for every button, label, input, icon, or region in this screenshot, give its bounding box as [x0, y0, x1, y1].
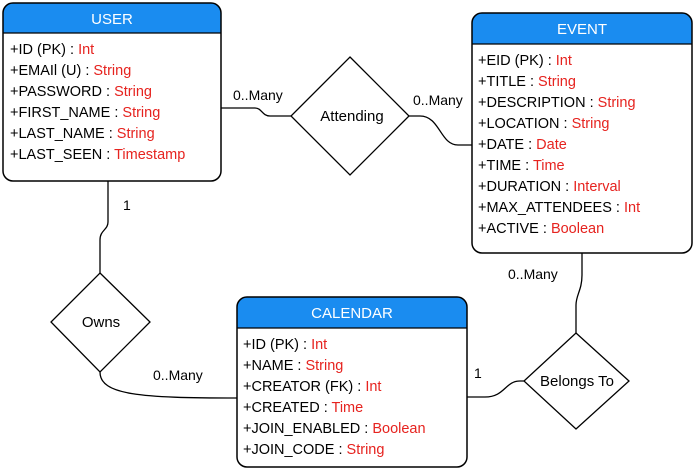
event-attribute-name: +EID (PK) :	[478, 53, 556, 69]
event-attribute: +EID (PK) : Int	[478, 53, 572, 69]
cardinalities: 0..Many 0..Many 1 0..Many 0..Many 1	[123, 87, 558, 383]
entity-calendar: CALENDAR +ID (PK) : Int +NAME : String +CR…	[236, 296, 468, 468]
connector-event-belongs	[575, 253, 583, 333]
event-attribute-name: +LOCATION :	[478, 116, 572, 132]
cardinality-event-belongs: 0..Many	[508, 266, 558, 282]
user-attribute: +FIRST_NAME : String	[10, 105, 160, 121]
connector-user-attending	[221, 107, 291, 117]
calendar-attribute-type: Time	[332, 400, 364, 416]
calendar-attribute: +JOIN_CODE : String	[243, 442, 384, 458]
user-attribute-type: String	[93, 63, 131, 79]
relationship-belongs-to: Belongs To	[523, 332, 630, 430]
event-attribute-type: String	[598, 95, 636, 111]
calendar-attribute-type: Int	[311, 337, 327, 353]
calendar-header	[237, 297, 467, 328]
event-attribute-name: +TIME :	[478, 158, 533, 174]
connectors	[99, 107, 583, 399]
user-attribute: +LAST_NAME : String	[10, 126, 155, 142]
entity-user: USER +ID (PK) : Int+EMAIl (U) : String+P…	[2, 2, 222, 182]
event-attribute-name: +ACTIVE :	[478, 221, 551, 237]
calendar-attribute-name: +CREATED :	[243, 400, 332, 416]
event-attribute-type: Int	[624, 200, 640, 216]
connector-attending-event	[409, 115, 472, 146]
event-attribute-name: +DURATION :	[478, 179, 573, 195]
user-attribute-type: String	[114, 84, 152, 100]
calendar-attribute-type: String	[347, 442, 385, 458]
user-attribute-type: String	[117, 126, 155, 142]
user-attribute: +EMAIl (U) : String	[10, 63, 131, 79]
user-attributes: +ID (PK) : Int+EMAIl (U) : String+PASSWO…	[10, 42, 185, 163]
user-attribute: +ID (PK) : Int	[10, 42, 94, 58]
user-attribute-name: +ID (PK) :	[10, 42, 78, 58]
event-attribute-type: Boolean	[551, 221, 604, 237]
user-attribute-name: +LAST_SEEN :	[10, 147, 114, 163]
user-attribute-type: Int	[78, 42, 94, 58]
calendar-attribute-name: +ID (PK) :	[243, 337, 311, 353]
event-attribute-name: +TITLE :	[478, 74, 538, 90]
user-attribute: +LAST_SEEN : Timestamp	[10, 147, 185, 163]
event-attribute-type: String	[538, 74, 576, 90]
calendar-attribute: +ID (PK) : Int	[243, 337, 327, 353]
user-header	[3, 3, 221, 33]
event-attribute-type: String	[572, 116, 610, 132]
connector-user-owns	[99, 181, 109, 273]
owns-label: Owns	[82, 314, 120, 331]
event-attribute: +MAX_ATTENDEES : Int	[478, 200, 640, 216]
event-attribute: +TIME : Time	[478, 158, 565, 174]
event-attribute-name: +MAX_ATTENDEES :	[478, 200, 624, 216]
user-attribute-name: +PASSWORD :	[10, 84, 114, 100]
relationship-attending: Attending	[290, 56, 410, 176]
event-attribute-name: +DATE :	[478, 137, 536, 153]
calendar-attribute: +JOIN_ENABLED : Boolean	[243, 421, 426, 437]
cardinality-owns-calendar: 0..Many	[153, 367, 203, 383]
event-attribute: +ACTIVE : Boolean	[478, 221, 604, 237]
attending-label: Attending	[320, 108, 383, 125]
calendar-attribute-name: +CREATOR (FK) :	[243, 379, 365, 395]
cardinality-belongs-calendar: 1	[474, 365, 482, 381]
belongs-to-label: Belongs To	[540, 373, 614, 390]
connector-belongs-calendar	[467, 380, 524, 398]
user-attribute: +PASSWORD : String	[10, 84, 152, 100]
calendar-attributes: +ID (PK) : Int +NAME : String +CREATOR (FK…	[243, 337, 426, 458]
owns-diamond	[50, 272, 151, 373]
user-title: USER	[91, 11, 133, 28]
calendar-attribute: +CREATOR (FK) : Int	[243, 379, 381, 395]
event-attribute-name: +DESCRIPTION :	[478, 95, 598, 111]
event-attribute: +LOCATION : String	[478, 116, 610, 132]
cardinality-user-attending: 0..Many	[233, 87, 283, 103]
calendar-attribute-type: Boolean	[372, 421, 425, 437]
relationship-owns: Owns	[50, 272, 151, 373]
calendar-attribute-type: Int	[365, 379, 381, 395]
cardinality-user-owns: 1	[123, 197, 131, 213]
user-attribute-name: +LAST_NAME :	[10, 126, 117, 142]
entity-event: EVENT +EID (PK) : Int+TITLE : String+DES…	[471, 12, 693, 254]
event-attribute: +TITLE : String	[478, 74, 576, 90]
calendar-attribute: +NAME : String	[243, 358, 343, 374]
user-attribute-name: +FIRST_NAME :	[10, 105, 122, 121]
event-attributes: +EID (PK) : Int+TITLE : String+DESCRIPTI…	[478, 53, 640, 237]
calendar-attribute-name: +JOIN_CODE :	[243, 442, 347, 458]
event-attribute: +DESCRIPTION : String	[478, 95, 636, 111]
calendar-attribute: +CREATED : Time	[243, 400, 363, 416]
calendar-attribute-name: +JOIN_ENABLED :	[243, 421, 372, 437]
cardinality-attending-event: 0..Many	[413, 92, 463, 108]
event-attribute-type: Date	[536, 137, 567, 153]
calendar-title: CALENDAR	[311, 305, 393, 322]
event-title: EVENT	[557, 21, 607, 38]
event-attribute-type: Time	[533, 158, 565, 174]
calendar-attribute-name: +NAME :	[243, 358, 305, 374]
connector-owns-calendar	[99, 371, 238, 399]
attending-diamond	[290, 56, 410, 176]
event-attribute: +DATE : Date	[478, 137, 567, 153]
user-attribute-type: Timestamp	[114, 147, 185, 163]
user-attribute-name: +EMAIl (U) :	[10, 63, 93, 79]
event-attribute-type: Interval	[573, 179, 621, 195]
event-attribute-type: Int	[556, 53, 572, 69]
calendar-attribute-type: String	[305, 358, 343, 374]
event-attribute: +DURATION : Interval	[478, 179, 621, 195]
belongs-to-diamond	[523, 332, 630, 430]
user-attribute-type: String	[122, 105, 160, 121]
event-header	[472, 13, 692, 44]
